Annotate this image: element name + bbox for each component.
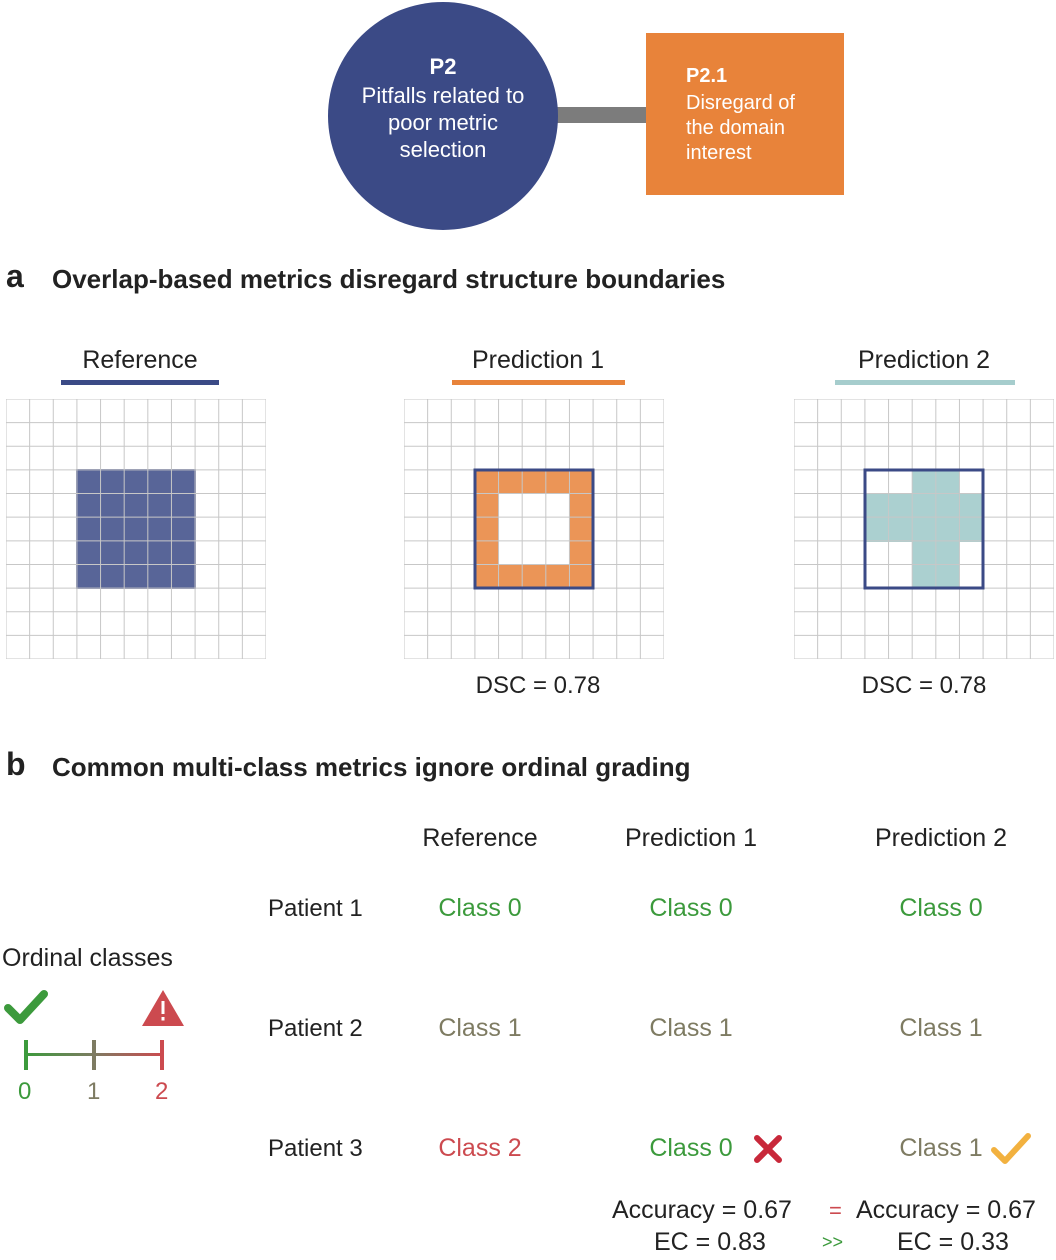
prediction2-accuracy: Accuracy = 0.67	[856, 1196, 1036, 1224]
ordinal-tick-1: 1	[87, 1078, 101, 1105]
reference-outline	[863, 468, 985, 590]
reference-outline	[473, 468, 595, 590]
cell-p3-prediction1: Class 0	[649, 1134, 733, 1162]
prediction2-grid	[794, 399, 1054, 659]
cell-p3-reference: Class 2	[438, 1134, 522, 1162]
prediction1-ec: EC = 0.83	[654, 1228, 766, 1256]
prediction2-cross-mask	[864, 469, 984, 589]
panel-prediction2-label: Prediction 2	[857, 346, 991, 374]
section-a-title: Overlap-based metrics disregard structur…	[52, 264, 726, 294]
row-patient2-label: Patient 2	[268, 1015, 363, 1042]
panel-reference-label: Reference	[82, 346, 198, 374]
reference-grid	[6, 399, 266, 659]
section-a-letter: a	[6, 258, 24, 294]
pitfall-p21-id: P2.1	[686, 65, 728, 87]
prediction1-accuracy: Accuracy = 0.67	[612, 1196, 792, 1224]
pitfall-p2-node: P2 Pitfalls related to poor metric selec…	[328, 2, 558, 230]
equals-sign: =	[829, 1198, 842, 1223]
cell-p1-prediction1: Class 0	[649, 894, 733, 922]
section-b-title: Common multi-class metrics ignore ordina…	[52, 752, 691, 782]
column-header-prediction2: Prediction 2	[874, 824, 1008, 852]
panel-prediction1-label: Prediction 1	[471, 346, 605, 374]
ordinal-tick-0: 0	[18, 1078, 32, 1105]
pitfall-p2-text: Pitfalls related to poor metric selectio…	[361, 83, 525, 162]
prediction1-grid	[404, 399, 664, 659]
ordinal-classes-title: Ordinal classes	[2, 944, 173, 972]
prediction2-ec: EC = 0.33	[897, 1228, 1009, 1256]
cell-p1-reference: Class 0	[438, 894, 522, 922]
pitfall-p21-node: P2.1 Disregard of the domain interest	[646, 33, 844, 195]
row-patient3-label: Patient 3	[268, 1135, 363, 1162]
section-b-letter: b	[6, 746, 26, 782]
ordinal-tick-2: 2	[155, 1078, 169, 1105]
pitfall-p21-text: Disregard of the domain interest	[686, 92, 795, 164]
panel-prediction2-underline	[835, 380, 1015, 385]
grid-lines	[6, 399, 266, 659]
connector-line	[552, 107, 652, 123]
panel-prediction1-underline	[452, 380, 625, 385]
checkmark-icon	[4, 990, 48, 1024]
ordinal-scale	[24, 1040, 164, 1070]
checkmark-icon	[991, 1133, 1031, 1164]
grid-lines	[404, 399, 664, 659]
cell-p3-prediction2: Class 1	[899, 1134, 983, 1162]
cell-p2-prediction1: Class 1	[649, 1014, 733, 1042]
prediction1-dsc: DSC = 0.78	[475, 672, 601, 699]
panel-reference-underline	[61, 380, 219, 385]
pitfall-p2-id: P2	[429, 54, 457, 79]
warning-icon	[142, 990, 184, 1026]
row-patient1-label: Patient 1	[268, 895, 363, 922]
prediction2-dsc: DSC = 0.78	[861, 672, 987, 699]
cell-p2-prediction2: Class 1	[899, 1014, 983, 1042]
reference-mask	[76, 469, 196, 589]
cross-icon	[754, 1135, 782, 1163]
cell-p1-prediction2: Class 0	[899, 894, 983, 922]
cell-p2-reference: Class 1	[438, 1014, 522, 1042]
column-header-prediction1: Prediction 1	[624, 824, 758, 852]
prediction1-ring-mask	[474, 469, 594, 589]
much-greater-sign: >>	[822, 1232, 844, 1252]
column-header-reference: Reference	[422, 824, 538, 852]
